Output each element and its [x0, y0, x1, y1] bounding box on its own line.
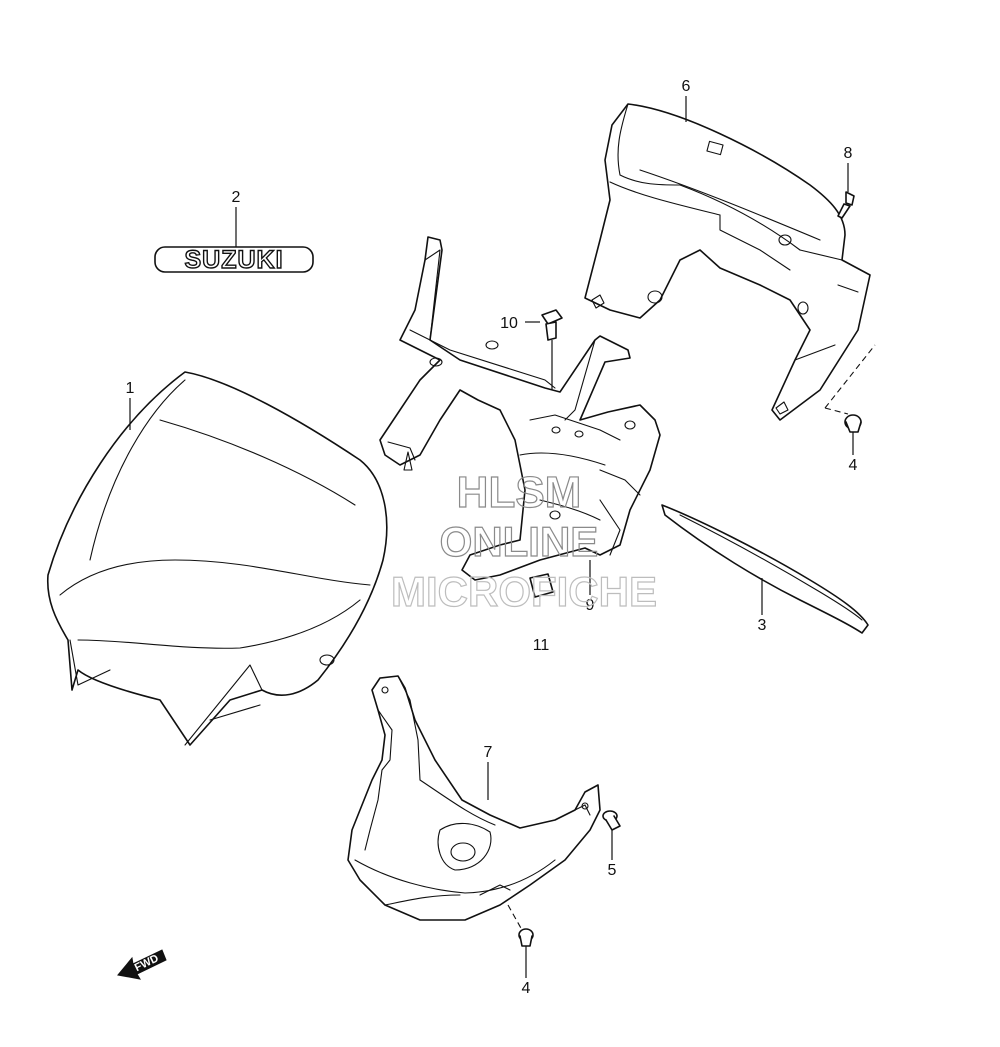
part-3-strip — [661, 504, 869, 634]
callout-11: 11 — [533, 637, 550, 654]
part-5-push-clip — [602, 810, 621, 860]
callout-8: 8 — [844, 145, 853, 162]
part-10-bolt — [525, 309, 563, 390]
callout-4-lower: 4 — [522, 980, 531, 997]
callout-1: 1 — [126, 380, 135, 397]
part-6-inner-cover — [584, 103, 871, 421]
watermark-line3: MICROFICHE — [391, 568, 657, 615]
emblem-text: SUZUKI — [184, 246, 283, 274]
part-8-screw — [837, 163, 855, 219]
part-4-clip-lower — [507, 904, 534, 978]
watermark-line2: ONLINE — [440, 518, 599, 565]
part-11-cowl-brace — [379, 236, 661, 598]
watermark: HLSM ONLINE MICROFICHE — [390, 467, 657, 615]
fwd-arrow-icon: FWD — [117, 949, 167, 980]
part-1-front-cowl — [46, 371, 388, 746]
callout-7: 7 — [484, 744, 493, 761]
callout-10: 10 — [500, 315, 518, 332]
part-2-suzuki-emblem: SUZUKI — [154, 245, 314, 275]
callout-6: 6 — [682, 78, 691, 95]
callout-9: 9 — [586, 597, 595, 614]
callout-4-upper: 4 — [849, 457, 858, 474]
callout-2: 2 — [232, 189, 241, 206]
callout-5: 5 — [608, 862, 617, 879]
fwd-label: FWD — [133, 952, 161, 974]
watermark-line1: HLSM — [457, 468, 582, 517]
part-7-lower-panel — [347, 675, 601, 921]
part-4-clip-upper — [824, 344, 876, 455]
callout-3: 3 — [758, 617, 767, 634]
